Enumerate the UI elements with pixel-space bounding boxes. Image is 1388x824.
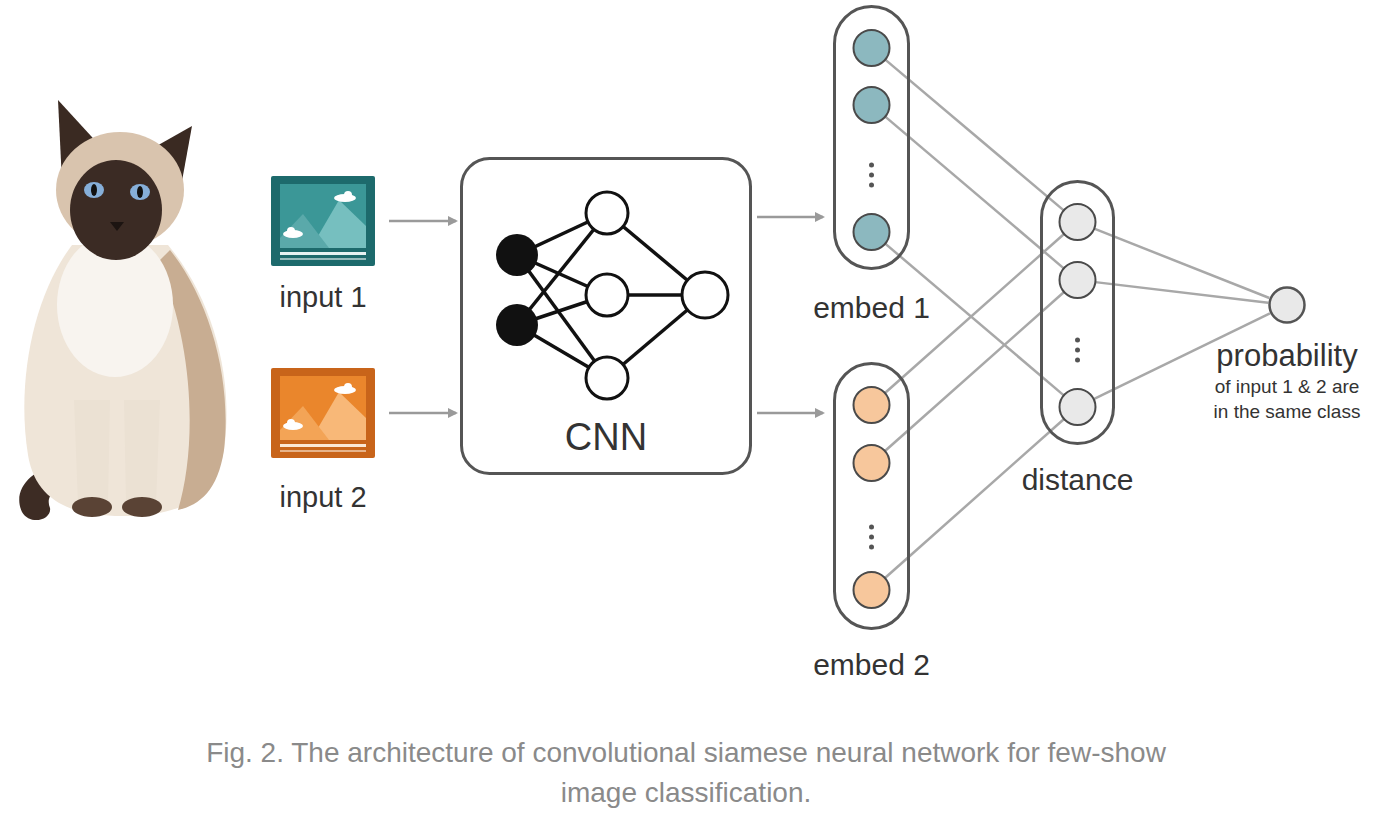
- link-line: [885, 419, 1064, 578]
- arrow-line: [757, 412, 823, 415]
- ellipsis-dot: [869, 525, 874, 530]
- ellipsis-dot: [869, 163, 874, 168]
- link-line: [1095, 282, 1268, 303]
- icon-mountain: [280, 214, 329, 248]
- capsule-shape: [833, 362, 910, 630]
- connector: [885, 234, 1064, 578]
- ellipsis-dot: [1075, 348, 1080, 353]
- arrow-line: [389, 412, 456, 415]
- output-neuron: probabilityof input 1 & 2 are in the sam…: [1268, 286, 1306, 324]
- hidden-neuron: [586, 274, 628, 316]
- icon-shape: [271, 176, 375, 266]
- embedding-vector: embed 2: [833, 362, 910, 630]
- cnn-box: CNN: [460, 157, 752, 475]
- icon-shape: [271, 368, 375, 458]
- embedding-label: embed 2: [792, 647, 952, 683]
- embedding-vector: embed 1: [833, 5, 910, 270]
- vector-unit: [1060, 262, 1096, 298]
- ellipsis-dot: [1075, 358, 1080, 363]
- link-line: [885, 60, 1063, 211]
- icon-strip: [280, 444, 366, 447]
- connector: [389, 413, 456, 414]
- vector-unit: [854, 30, 890, 66]
- input-neuron: [496, 304, 538, 346]
- capsule-outline: [1042, 182, 1114, 444]
- vector-unit: [1060, 204, 1096, 240]
- link-line: [1094, 229, 1269, 298]
- cat-photo: [0, 0, 240, 530]
- output-circle: [1270, 288, 1305, 323]
- ellipsis-dot: [869, 545, 874, 550]
- circle-shape: [1268, 286, 1306, 324]
- cat-eye: [84, 182, 104, 198]
- icon-panel: [280, 184, 366, 248]
- vector-unit: [854, 572, 890, 608]
- embedding-label: embed 1: [792, 290, 952, 326]
- cnn-label: CNN: [460, 415, 752, 459]
- cat-nose: [110, 222, 124, 231]
- icon-frame: [271, 176, 375, 266]
- icon-cloud: [344, 191, 352, 199]
- ellipsis-dot: [869, 173, 874, 178]
- capsule-shape: [1040, 180, 1115, 445]
- input-image-icon: input 2: [271, 368, 375, 458]
- hidden-neuron: [586, 192, 628, 234]
- distance-label: distance: [998, 462, 1158, 498]
- output-description: of input 1 & 2 are in the same class: [1207, 374, 1367, 424]
- icon-strip: [280, 450, 366, 452]
- icon-cloud: [344, 383, 352, 391]
- cat-pupil: [91, 184, 97, 196]
- capsule-outline: [835, 7, 909, 269]
- cat-leg: [124, 400, 160, 505]
- icon-frame: [271, 368, 375, 458]
- vector-unit: [854, 445, 890, 481]
- link-line: [885, 117, 1064, 269]
- connector: [757, 217, 823, 218]
- icon-cloud: [287, 419, 295, 427]
- input-image-icon: input 1: [271, 176, 375, 266]
- vector-unit: [854, 87, 890, 123]
- input-neuron: [496, 234, 538, 276]
- distance-layer: distance: [1040, 180, 1115, 445]
- input-label: input 2: [253, 480, 393, 514]
- capsule-outline: [835, 364, 909, 629]
- connector: [1094, 229, 1270, 399]
- cat-paw: [122, 497, 162, 517]
- capsule-shape: [833, 5, 910, 270]
- cat-mask: [70, 160, 162, 260]
- output-label: probability: [1197, 338, 1377, 374]
- output-neuron-symbol: [682, 272, 728, 318]
- arrow-line: [757, 216, 823, 219]
- cat-pupil: [137, 186, 143, 198]
- input-label: input 1: [253, 280, 393, 314]
- cat-eye: [130, 184, 150, 200]
- vector-unit: [854, 387, 890, 423]
- ellipsis-dot: [1075, 338, 1080, 343]
- ellipsis-dot: [869, 535, 874, 540]
- vector-unit: [854, 214, 890, 250]
- vector-unit: [1060, 389, 1096, 425]
- icon-cloud: [287, 227, 295, 235]
- cat-leg: [74, 400, 110, 505]
- icon-mountain: [280, 406, 329, 440]
- icon-strip: [280, 258, 366, 260]
- hidden-neuron: [586, 357, 628, 399]
- icon-strip: [280, 252, 366, 255]
- connector: [757, 413, 823, 414]
- connector: [885, 60, 1064, 396]
- cat-paw: [72, 497, 112, 517]
- icon-panel: [280, 376, 366, 440]
- connector: [389, 221, 456, 222]
- figure-caption: Fig. 2. The architecture of convolutiona…: [181, 733, 1191, 813]
- ellipsis-dot: [869, 183, 874, 188]
- arrow-line: [389, 220, 456, 223]
